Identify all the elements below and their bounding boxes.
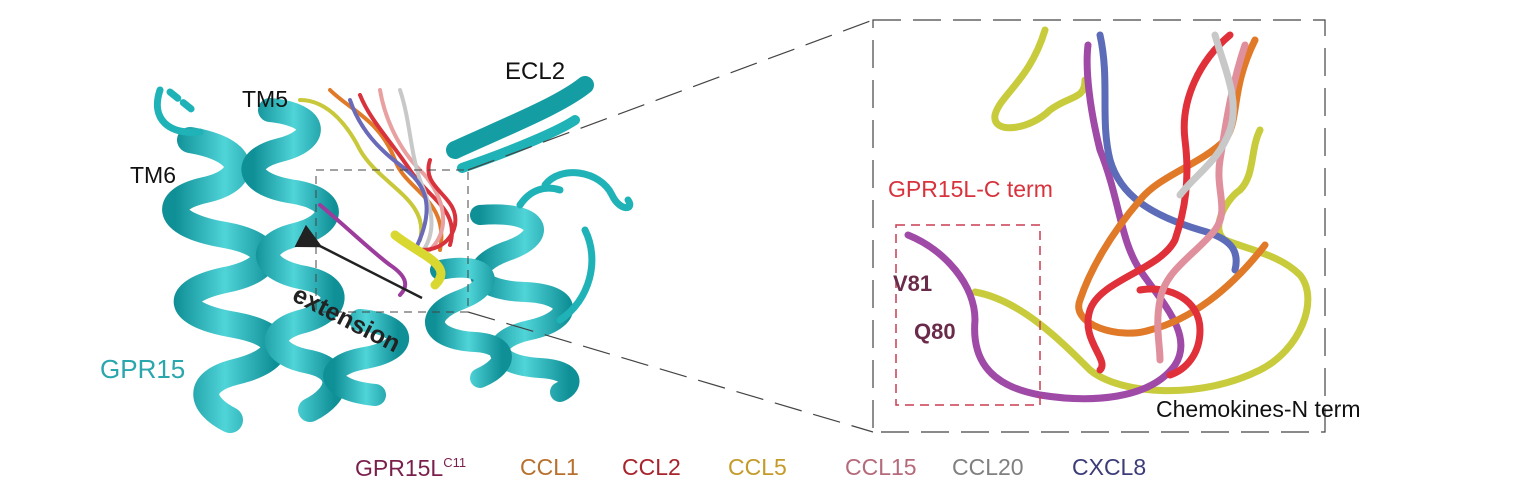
legend-item-name: CCL5 [728,454,787,480]
center-helix [323,309,409,406]
zoom-line-top [467,19,874,171]
zoom-box [872,19,1326,433]
legend-item-name: CCL2 [622,454,681,480]
trace-pink [1154,41,1249,364]
q80-label: Q80 [914,319,956,344]
legend-item-name: CXCL8 [1072,454,1147,480]
legend-item: CXCL8 [1072,456,1146,479]
zoom-line-bottom [467,311,874,433]
v81-label: V81 [893,271,933,296]
legend-item: CCL1 [520,456,579,479]
extension-arrow [294,224,423,300]
trace-purple [904,41,1185,403]
tm6-helix [162,127,288,433]
legend-item-name: CCL20 [952,454,1024,480]
legend-item-name: CCL15 [845,454,917,480]
gpr15-label: GPR15 [100,354,186,384]
legend-item: CCL20 [952,456,1024,479]
c-term-label: GPR15L-C term [888,176,1053,202]
legend-item-name: GPR15L [355,455,444,481]
right-loop [541,169,634,212]
legend-item: CCL5 [728,456,787,479]
n-term-label: Chemokines-N term [1156,396,1361,422]
receptor-cartoon [153,76,634,433]
ecl2-label: ECL2 [505,58,566,85]
zoom-region-box [315,169,469,313]
trace-blue [1096,31,1240,274]
ligand-bundle [298,88,458,297]
tm6-label: TM6 [130,162,176,188]
legend-item: GPR15LC11 [355,456,466,480]
trace-yellow [971,26,1312,395]
tm5-helix [241,98,347,422]
legend-item-superscript: C11 [443,455,467,470]
right-helix-2 [425,257,512,388]
right-helix-1 [469,204,580,402]
legend-item-name: CCL1 [520,454,579,480]
c-term-box [895,224,1041,406]
legend-item: CCL2 [622,456,681,479]
tm5-label: TM5 [242,86,288,112]
ecl2-sheet [446,76,594,159]
trace-grey [1176,31,1237,199]
tm6-loop [153,86,204,136]
zoomed-ligands [904,26,1312,403]
legend-item: CCL15 [845,456,917,479]
